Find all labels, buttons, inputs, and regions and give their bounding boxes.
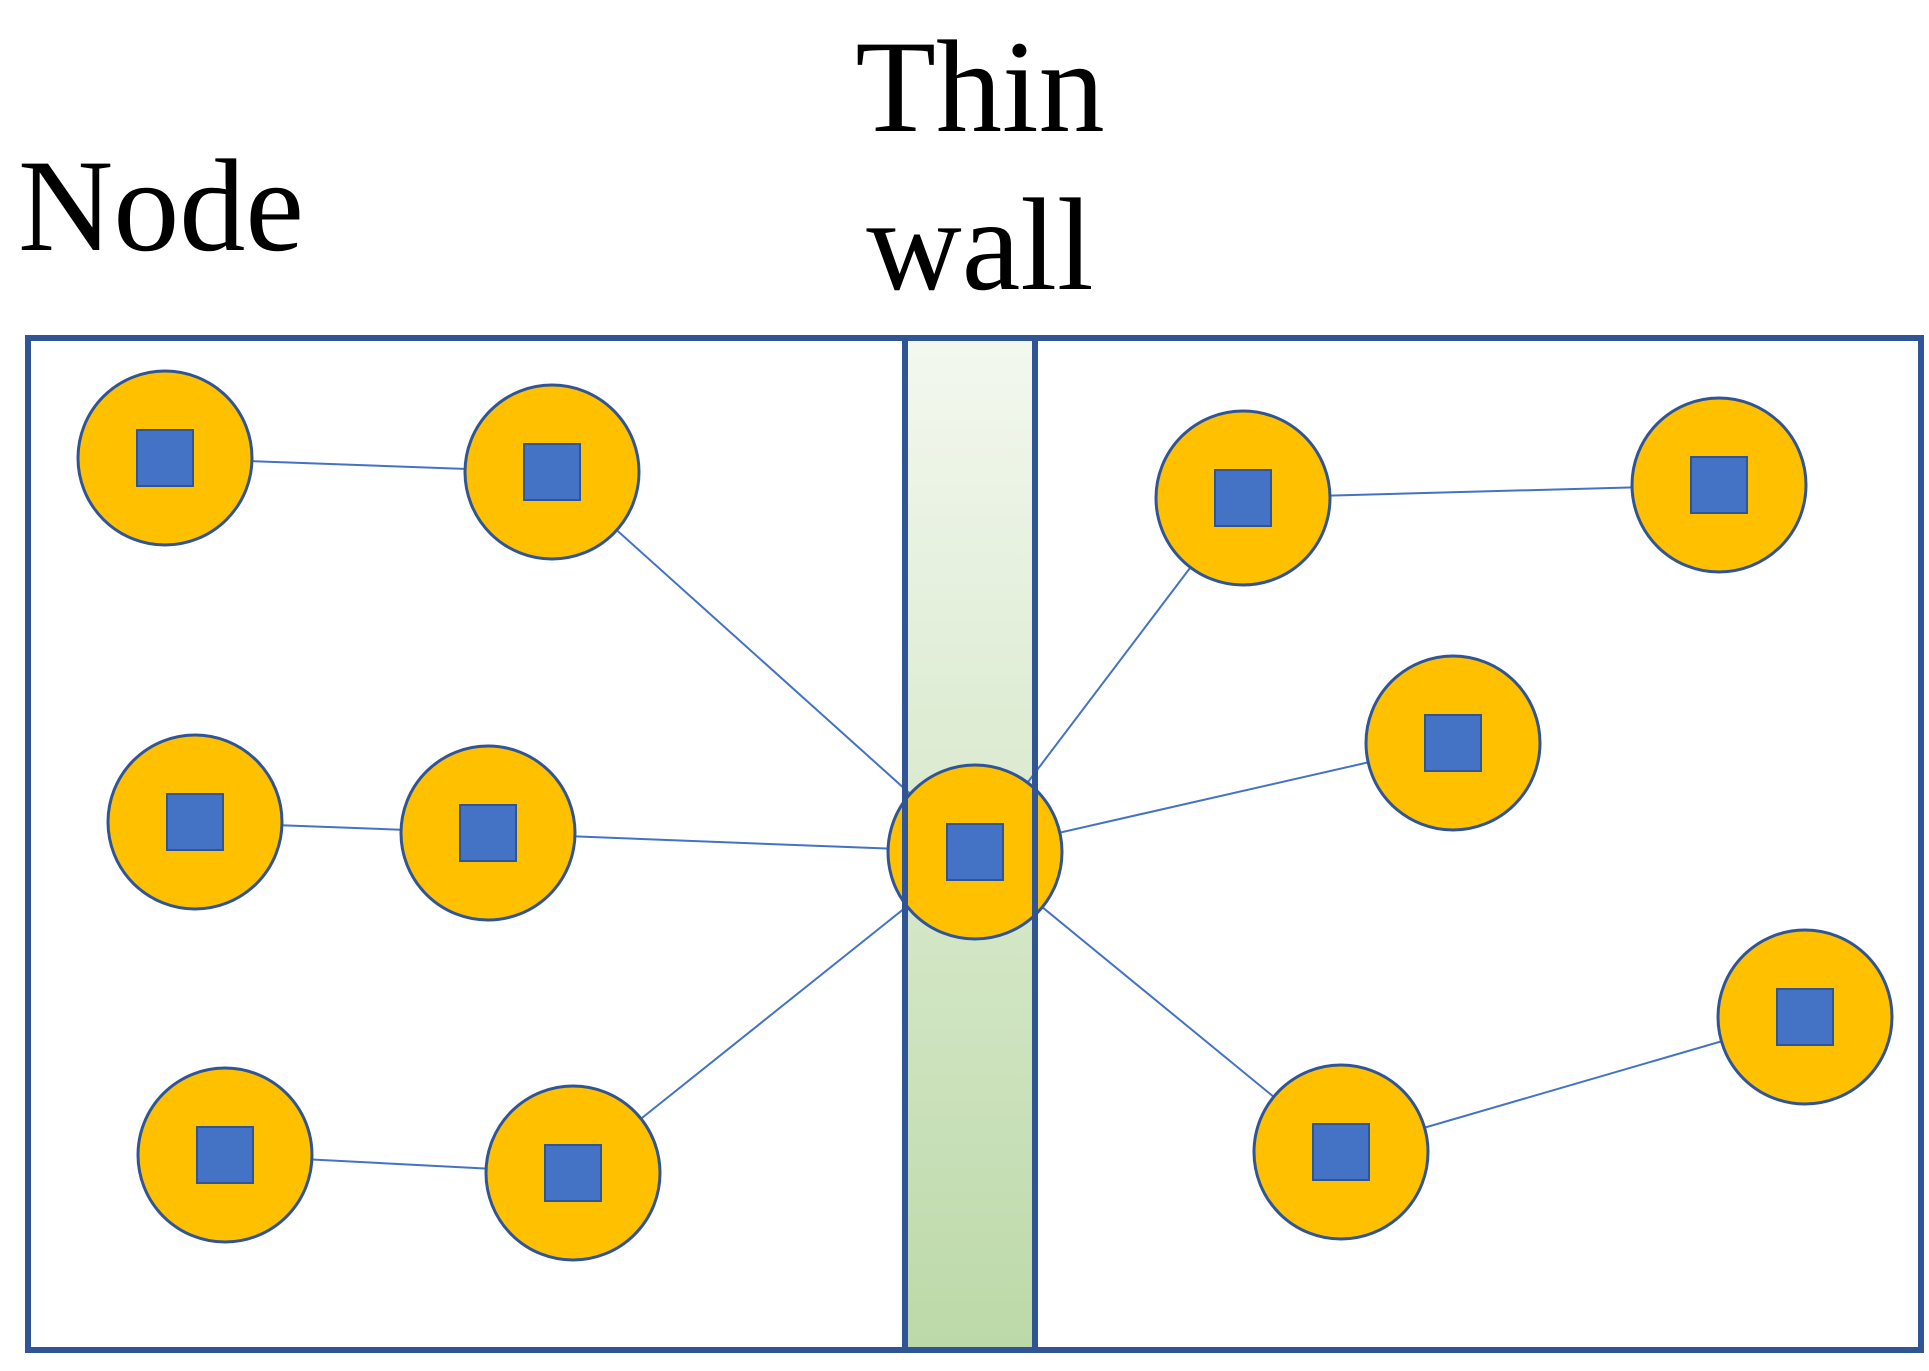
node	[463, 383, 641, 561]
nodes-layer	[76, 369, 1894, 1262]
node	[76, 369, 254, 547]
node	[1364, 654, 1542, 832]
node-square-icon	[1312, 1123, 1370, 1181]
node	[106, 733, 284, 911]
node-square-icon	[523, 443, 581, 501]
thin-wall-label-line2: wall	[866, 171, 1094, 319]
node	[399, 744, 577, 922]
node	[1154, 409, 1332, 587]
node-square-icon	[1214, 469, 1272, 527]
thin-wall-label-line1: Thin	[855, 13, 1105, 160]
diagram-frame	[25, 335, 1924, 1353]
node-square-icon	[166, 793, 224, 851]
node-label: Node	[18, 132, 304, 279]
node	[484, 1084, 662, 1262]
node	[136, 1066, 314, 1244]
thin-wall-label: Thin wall	[820, 8, 1140, 325]
node-square-icon	[459, 804, 517, 862]
node-square-icon	[1776, 988, 1834, 1046]
node	[1716, 928, 1894, 1106]
node-square-icon	[136, 429, 194, 487]
node-square-icon	[196, 1126, 254, 1184]
node-square-icon	[1424, 714, 1482, 772]
node-square-icon	[1690, 456, 1748, 514]
node-square-icon	[544, 1144, 602, 1202]
node	[1630, 396, 1808, 574]
node-square-icon	[946, 823, 1004, 881]
node	[1252, 1063, 1430, 1241]
node	[886, 763, 1064, 941]
